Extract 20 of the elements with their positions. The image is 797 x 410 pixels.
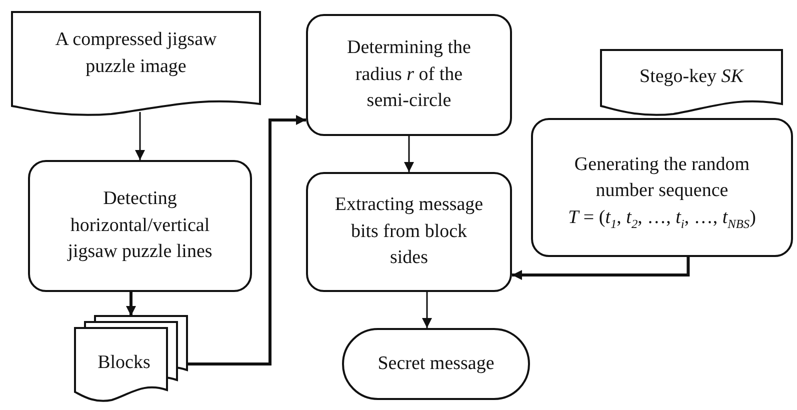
process-box <box>306 14 512 136</box>
arrow <box>422 292 432 328</box>
node-label: Detecting horizontal/vertical jigsaw puzzle lines <box>66 187 214 264</box>
arrow <box>512 257 690 280</box>
process-box <box>531 118 793 257</box>
node-label: A compressed jigsaw puzzle image <box>54 28 218 79</box>
document-node <box>601 50 782 118</box>
node-label: Stego-key SK <box>640 64 744 89</box>
arrow <box>187 115 306 366</box>
arrow <box>404 136 414 172</box>
process-box <box>28 160 252 292</box>
node-label: Determining the radius r of the semi-circle <box>346 36 472 114</box>
node-label: Extracting message bits from block sides <box>334 193 484 270</box>
document-node <box>12 12 260 118</box>
node-label: Secret message <box>378 352 494 376</box>
arrow <box>135 112 145 160</box>
formula: T = (t$_{1}$, t$_{2}$, …, t$_{i}$, …, t$_{NBS}$) <box>568 206 756 233</box>
arrow <box>126 292 136 316</box>
process-box <box>306 172 512 292</box>
node-label: Blocks <box>98 350 150 375</box>
